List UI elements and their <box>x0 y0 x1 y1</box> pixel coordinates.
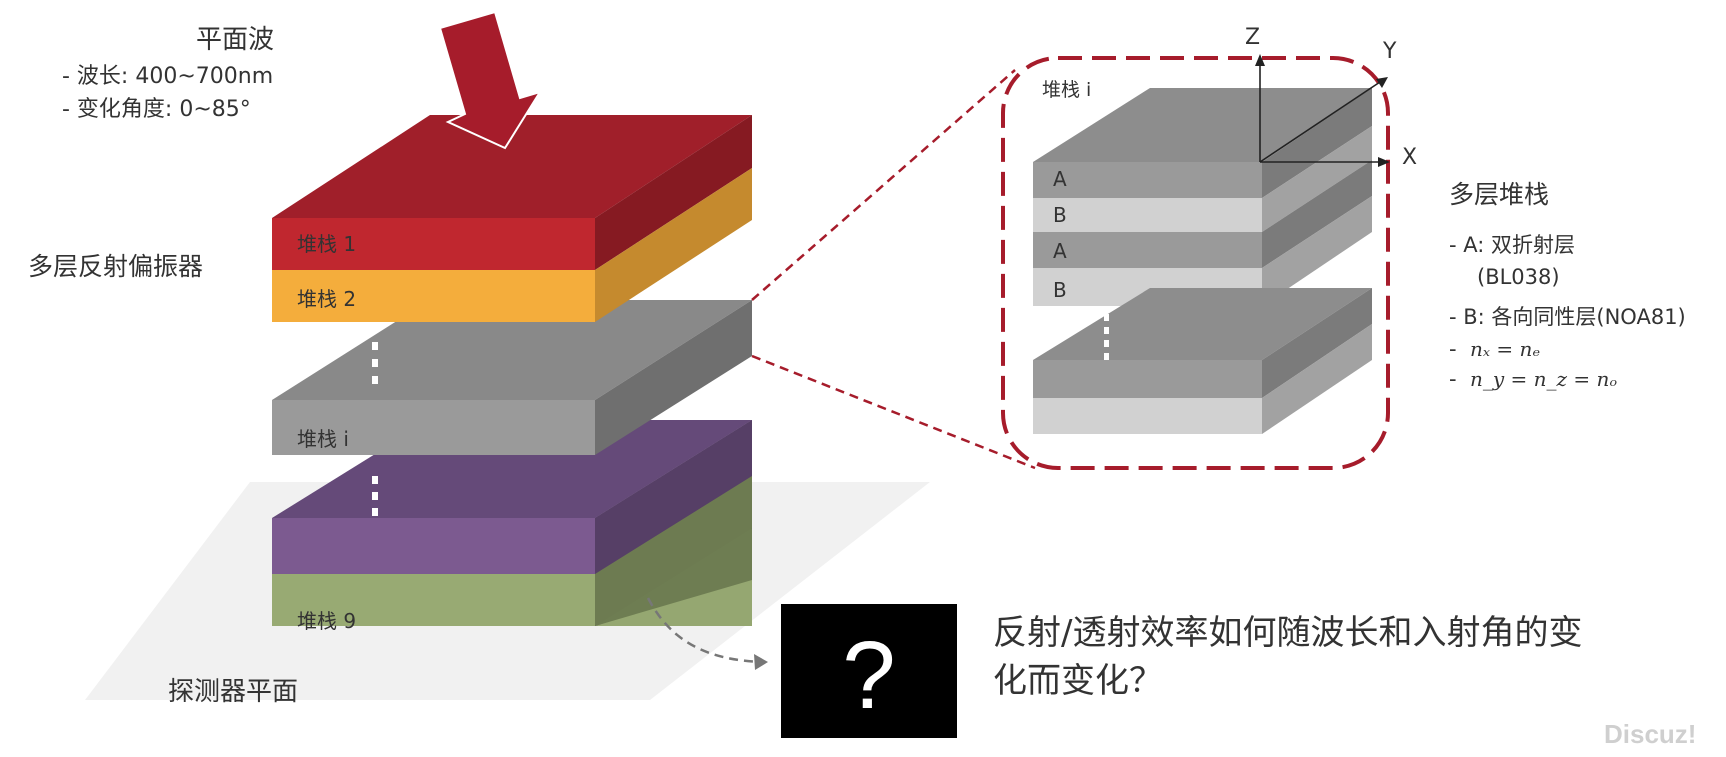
wavelength-range: - 波长: 400~700nm <box>62 64 273 89</box>
coordinate-axes <box>1255 54 1390 167</box>
zoom-connector-bottom <box>751 354 1036 470</box>
incident-arrow <box>438 10 543 150</box>
question-box <box>781 604 957 738</box>
detector-arrow <box>646 597 763 664</box>
stack-i-block <box>272 300 752 455</box>
question-line-2: 化而变化？ <box>993 661 1163 701</box>
question-mark: ? <box>842 622 895 729</box>
axis-z-label: Z <box>1245 25 1260 50</box>
legend-eq2: n_y = n_z = nₒ <box>1470 367 1617 391</box>
purple-dots <box>372 476 378 516</box>
zoom-dots <box>1104 314 1109 360</box>
angle-range: - 变化角度: 0~85° <box>62 97 251 122</box>
stack-2-label: 堆栈 2 <box>297 287 356 311</box>
plane-wave-title: 平面波 <box>196 25 274 55</box>
stack-1-2-block <box>272 115 752 322</box>
axis-y-label: Y <box>1382 39 1397 64</box>
legend-eq2-dash: - <box>1449 367 1457 391</box>
question-line-1: 反射/透射效率如何随波长和入射角的变 <box>993 613 1582 653</box>
layer-b-2: B <box>1053 278 1067 302</box>
stack-9-block <box>272 420 752 626</box>
detector-arrowhead <box>754 654 768 670</box>
layer-a-2: A <box>1053 239 1067 263</box>
layer-b-1: B <box>1053 203 1067 227</box>
stack-i-label: 堆栈 i <box>297 427 349 451</box>
legend-title: 多层堆栈 <box>1449 180 1549 209</box>
stack-9-label: 堆栈 9 <box>297 609 356 633</box>
grey-dots <box>372 342 378 384</box>
zoom-frame <box>1001 56 1390 470</box>
legend-a-line2: (BL038) <box>1477 265 1560 289</box>
legend-eq1: nₓ = nₑ <box>1470 337 1540 361</box>
layer-a-1: A <box>1053 167 1067 191</box>
zoom-title: 堆栈 i <box>1042 79 1091 101</box>
axis-x-label: X <box>1402 145 1417 170</box>
legend-eq1-dash: - <box>1449 337 1457 361</box>
detector-plane-label: 探测器平面 <box>168 677 298 707</box>
reflective-polarizer-label: 多层反射偏振器 <box>28 252 203 281</box>
watermark: Discuz! <box>1604 719 1696 749</box>
stack-1-label: 堆栈 1 <box>297 232 356 256</box>
legend-a-line1: - A: 双折射层 <box>1449 233 1575 257</box>
zoom-connector-top <box>751 69 1016 301</box>
zoom-multilayer <box>1033 88 1372 434</box>
legend-b-line: - B: 各向同性层(NOA81) <box>1449 305 1686 329</box>
